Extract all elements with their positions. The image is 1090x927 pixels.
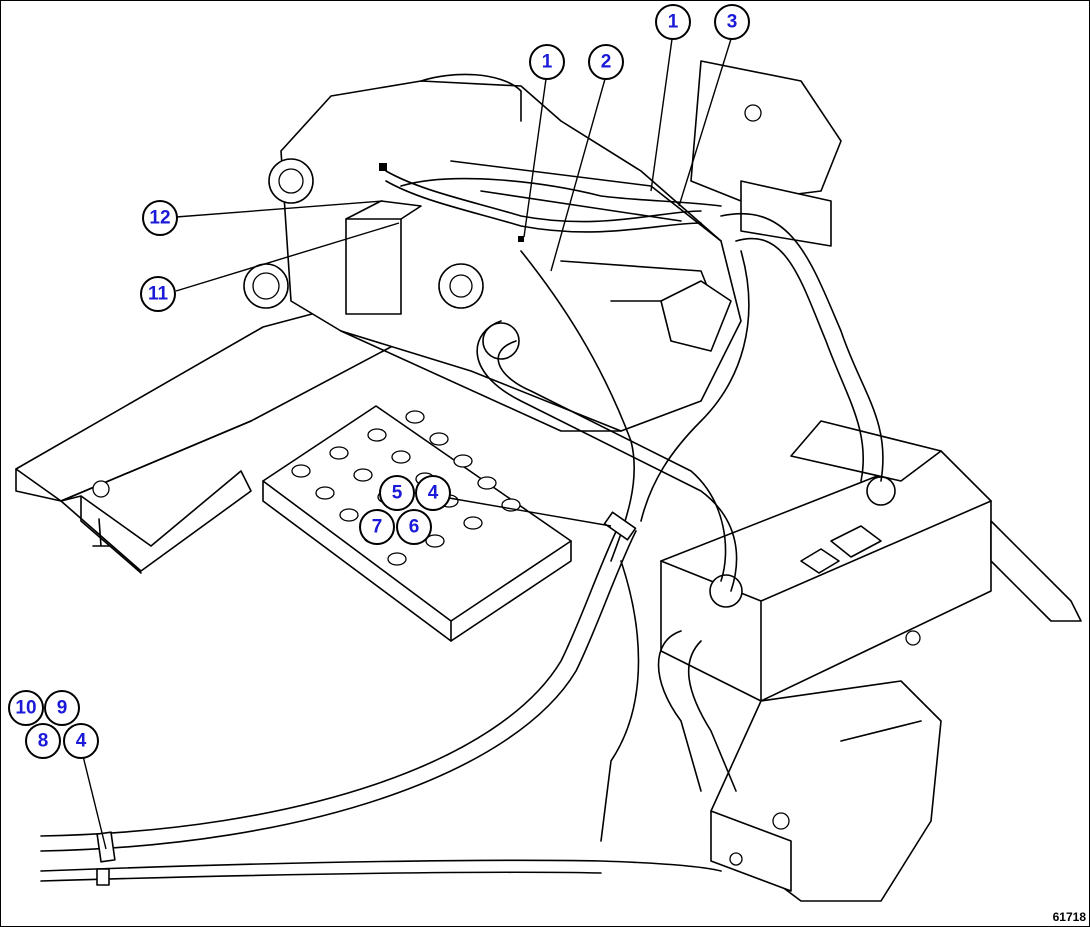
callout-item-5: 5 <box>379 475 415 511</box>
perforation-hole <box>353 468 373 482</box>
callout-item-12: 12 <box>142 200 178 236</box>
callout-label: 5 <box>392 483 403 504</box>
perforation-hole <box>339 508 359 522</box>
callout-item-1b: 1 <box>655 4 691 40</box>
callout-item-7: 7 <box>359 509 395 545</box>
rear-cover-plate <box>690 60 842 247</box>
callout-label: 11 <box>148 284 169 305</box>
hydraulic-lines <box>40 170 750 882</box>
callout-label: 3 <box>727 12 738 33</box>
bottom-valve-unit <box>710 680 942 902</box>
callout-item-9: 9 <box>44 690 80 726</box>
callout-label: 10 <box>15 698 36 719</box>
callout-item-6: 6 <box>396 509 432 545</box>
front-valve-block <box>660 420 1082 702</box>
perforation-hole <box>367 428 387 442</box>
callout-item-1a: 1 <box>529 44 565 80</box>
callout-item-2: 2 <box>588 44 624 80</box>
callout-item-3: 3 <box>714 4 750 40</box>
callout-label: 2 <box>601 52 612 73</box>
perforation-hole <box>291 464 311 478</box>
perforation-hole <box>387 552 407 566</box>
callout-label: 12 <box>149 208 170 229</box>
perforation-hole <box>477 476 497 490</box>
drawing-code: 61718 <box>1052 910 1086 924</box>
callout-label: 4 <box>428 483 439 504</box>
callout-label: 4 <box>76 731 87 752</box>
callout-label: 6 <box>409 517 420 538</box>
main-valve-body <box>280 73 742 432</box>
callout-label: 7 <box>372 517 383 538</box>
callout-item-10: 10 <box>8 690 44 726</box>
callout-item-4b: 4 <box>63 723 99 759</box>
perforation-hole <box>329 446 349 460</box>
perforation-hole <box>463 516 483 530</box>
callout-item-8: 8 <box>25 723 61 759</box>
perforation-hole <box>453 454 473 468</box>
callout-label: 9 <box>57 698 68 719</box>
large-hoses <box>476 213 884 792</box>
perforation-hole <box>405 410 425 424</box>
callout-item-11: 11 <box>140 276 176 312</box>
perforation-hole <box>429 432 449 446</box>
perforation-hole <box>391 450 411 464</box>
callout-item-4a: 4 <box>415 475 451 511</box>
leader-lines <box>82 38 732 850</box>
perforation-hole <box>315 486 335 500</box>
left-bracket-plate <box>15 300 422 574</box>
perforation-hole <box>425 534 445 548</box>
callout-label: 8 <box>38 731 49 752</box>
callout-label: 1 <box>668 12 679 33</box>
callout-label: 1 <box>542 52 553 73</box>
